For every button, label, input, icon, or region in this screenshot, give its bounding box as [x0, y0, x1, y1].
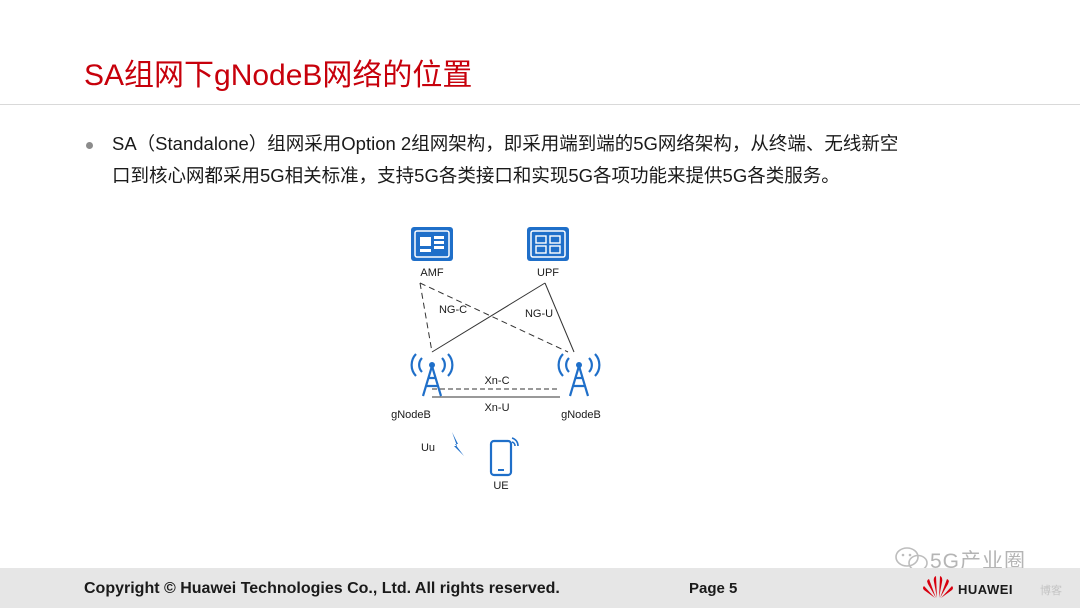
ng-c-links [419, 282, 569, 353]
amf-to-left-gnodeb-line [419, 282, 433, 353]
ue-label: UE [493, 480, 508, 492]
upf-icon [527, 227, 569, 261]
copyright-text: Copyright © Huawei Technologies Co., Ltd… [84, 580, 560, 597]
gnodeb-left-label: gNodeB [391, 409, 431, 421]
uu-label: Uu [421, 442, 435, 454]
amf-to-right-gnodeb-line [419, 282, 569, 353]
xn-u-label: Xn-U [484, 402, 509, 414]
watermark-text: 5G产业圈 [930, 550, 1027, 573]
gnodeb-left-antenna-icon [410, 353, 454, 397]
ue-phone-icon [489, 437, 519, 477]
ng-u-label: NG-U [525, 308, 553, 320]
ng-c-label: NG-C [439, 304, 467, 316]
xn-c-label: Xn-C [484, 375, 509, 387]
bullet-text: SA（Standalone）组网采用Option 2组网架构，即采用端到端的5G… [112, 128, 1012, 192]
lightning-icon [452, 432, 464, 456]
upf-to-right-gnodeb-line [544, 282, 575, 353]
amf-label: AMF [420, 267, 444, 279]
slide-title: SA组网下gNodeB网络的位置 [84, 59, 473, 92]
footer-bar [0, 568, 1080, 608]
page-number: Page 5 [689, 580, 738, 597]
bullet-line-2: 口到核心网都采用5G相关标准，支持5G各类接口和实现5G各项功能来提供5G各类服… [112, 165, 840, 186]
ng-u-links [431, 282, 575, 353]
wechat-watermark-icon [895, 547, 928, 572]
brand-name: HUAWEI [958, 582, 1013, 597]
gnodeb-right-antenna-icon [557, 353, 601, 397]
watermark-subtext: 博客 [1040, 585, 1062, 597]
bullet-line-1: SA（Standalone）组网采用Option 2组网架构，即采用端到端的5G… [112, 133, 899, 154]
amf-icon [411, 227, 453, 261]
gnodeb-right-label: gNodeB [561, 409, 601, 421]
title-divider [0, 104, 1080, 105]
huawei-logo-icon [923, 576, 953, 598]
upf-label: UPF [537, 267, 559, 279]
upf-to-left-gnodeb-line [431, 282, 546, 353]
bullet-marker [86, 142, 93, 149]
